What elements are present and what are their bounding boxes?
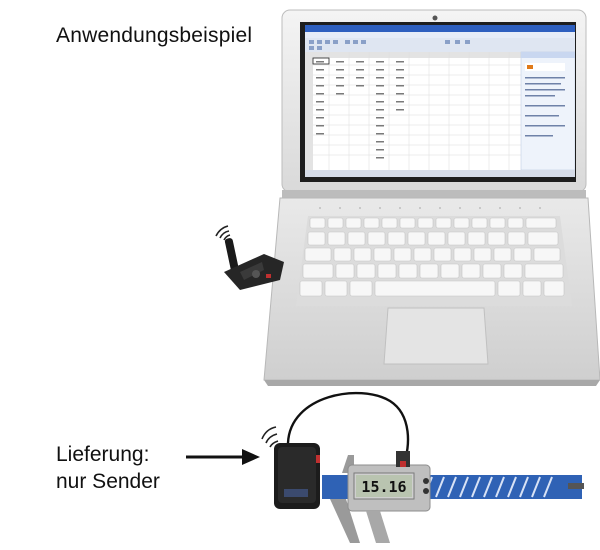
wireless-receiver-image	[215, 225, 284, 290]
arrow-right-icon	[186, 449, 260, 465]
delivery-note: Lieferung: nur Sender	[56, 441, 160, 495]
page-title: Anwendungsbeispiel	[56, 24, 253, 47]
delivery-line-1: Lieferung:	[56, 443, 150, 466]
caliper-display-value: 15.16	[361, 478, 406, 496]
caliper-transmitter-image: 15.16	[261, 391, 584, 543]
spreadsheet-screen	[305, 25, 575, 177]
delivery-line-2: nur Sender	[56, 470, 160, 493]
